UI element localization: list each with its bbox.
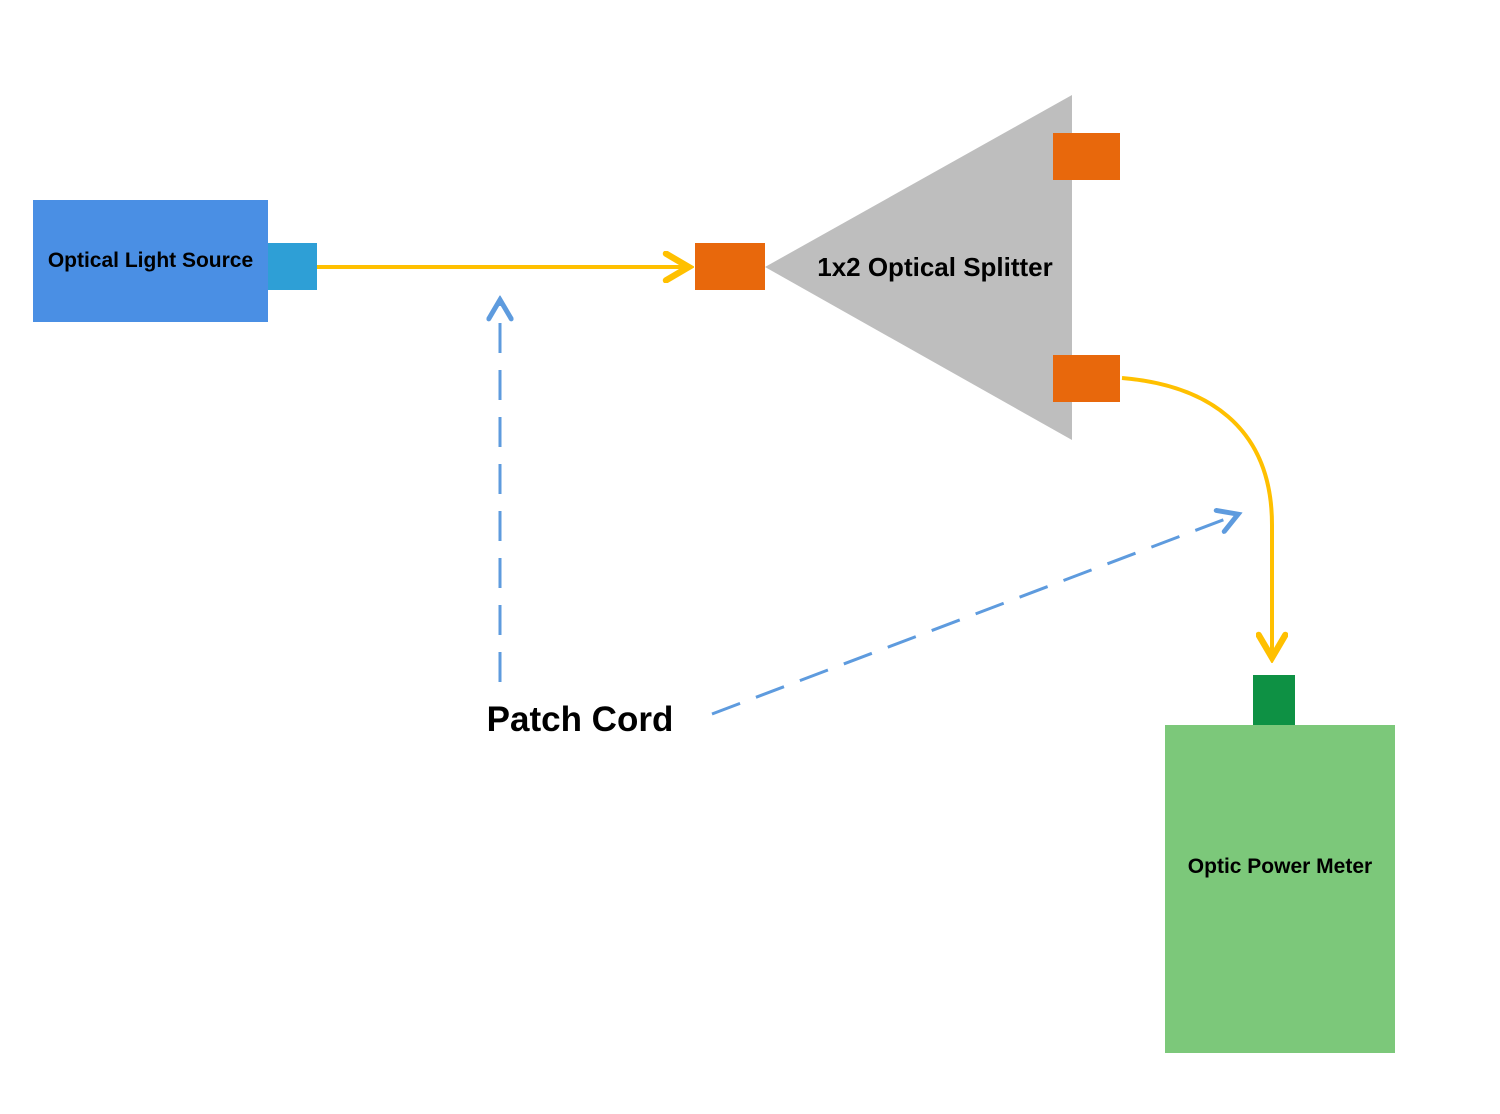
patch-cord-label: Patch Cord [486, 700, 674, 739]
optical-light-source-label: Optical Light Source [47, 249, 254, 272]
splitter-label: 1x2 Optical Splitter [817, 252, 1053, 282]
optical-light-source-box: Optical Light Source [33, 200, 268, 322]
power-meter-input-port [1253, 675, 1295, 725]
splitter-output-port-top [1053, 133, 1120, 180]
optic-power-meter-label: Optic Power Meter [1187, 855, 1373, 878]
fiber-splitter-to-meter [1121, 376, 1272, 655]
optic-power-meter-box: Optic Power Meter [1165, 725, 1395, 1053]
splitter-triangle [765, 95, 1072, 440]
light-source-output-port [268, 243, 317, 290]
splitter-input-port [695, 243, 765, 290]
patch-cord-arrow-right [711, 515, 1236, 716]
splitter-output-port-bottom [1053, 355, 1120, 402]
